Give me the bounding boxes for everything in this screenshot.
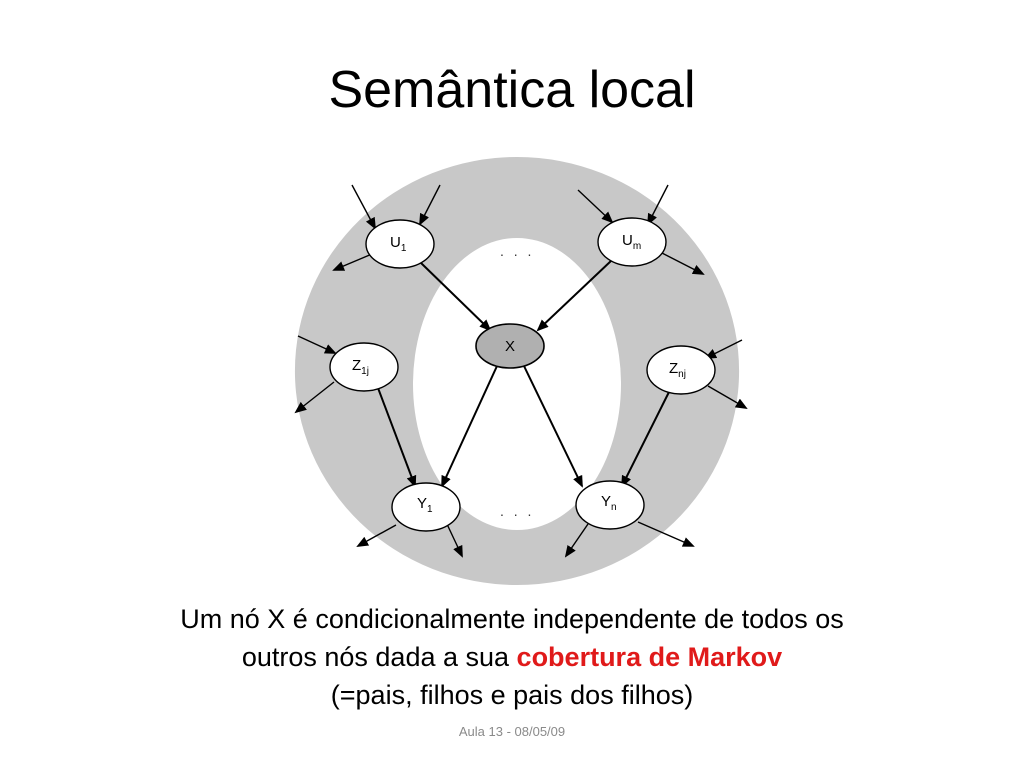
- arrow-out-znj: [707, 385, 748, 410]
- svg-text:Y1: Y1: [417, 495, 433, 515]
- node-um: Um: [597, 217, 667, 267]
- arrow-out-yn-a: [564, 523, 589, 558]
- edge-u1-x: [419, 261, 492, 332]
- edge-x-yn: [523, 365, 583, 488]
- edge-um-x: [536, 259, 613, 332]
- edge-znj-yn: [621, 389, 671, 488]
- caption-line-1: Um nó X é condicionalmente independente …: [180, 604, 844, 634]
- caption-line-2: outros nós dada a sua cobertura de Marko…: [60, 638, 964, 676]
- svg-text:Um: Um: [622, 232, 641, 252]
- arrow-in-z1j: [297, 335, 337, 354]
- arrow-in-u1-b: [419, 184, 441, 226]
- slide-footer: Aula 13 - 08/05/09: [458, 724, 566, 739]
- arrow-out-u1: [332, 253, 373, 271]
- ellipsis-parents: . . .: [500, 243, 534, 259]
- arrow-out-yn-b: [637, 521, 695, 547]
- svg-text:Z1j: Z1j: [352, 357, 369, 377]
- svg-text:Znj: Znj: [669, 360, 686, 380]
- slide-title: Semântica local: [328, 61, 696, 119]
- node-z1j: Z1j: [329, 342, 399, 392]
- node-u1: U1: [365, 219, 435, 269]
- svg-text:Yn: Yn: [601, 493, 617, 513]
- markov-blanket-diagram: . . . . . . U1 Um X Z1j Znj Y1 Yn: [294, 156, 748, 585]
- node-yn: Yn: [575, 480, 645, 530]
- ellipsis-children: . . .: [500, 503, 534, 519]
- svg-text:X: X: [505, 338, 515, 355]
- caption-line-2-text: outros nós dada a sua: [241, 642, 517, 672]
- slide-caption: Um nó X é condicionalmente independente …: [60, 600, 964, 714]
- svg-text:U1: U1: [390, 234, 407, 254]
- arrow-in-u1-a: [351, 184, 376, 230]
- arrow-out-um: [659, 251, 705, 275]
- arrow-out-z1j: [294, 381, 335, 414]
- arrow-in-znj: [704, 339, 743, 359]
- arrow-out-y1-a: [356, 524, 397, 547]
- node-znj: Znj: [646, 345, 716, 395]
- node-x: X: [475, 323, 545, 369]
- arrow-in-um-a: [577, 189, 614, 224]
- edge-x-y1: [441, 365, 498, 488]
- caption-line-3: (=pais, filhos e pais dos filhos): [330, 680, 694, 710]
- arrow-out-y1-b: [445, 521, 463, 558]
- edge-z1j-y1: [377, 387, 417, 488]
- arrow-in-um-b: [647, 184, 669, 226]
- markov-blanket-term: cobertura de Markov: [516, 642, 783, 672]
- node-y1: Y1: [391, 482, 461, 532]
